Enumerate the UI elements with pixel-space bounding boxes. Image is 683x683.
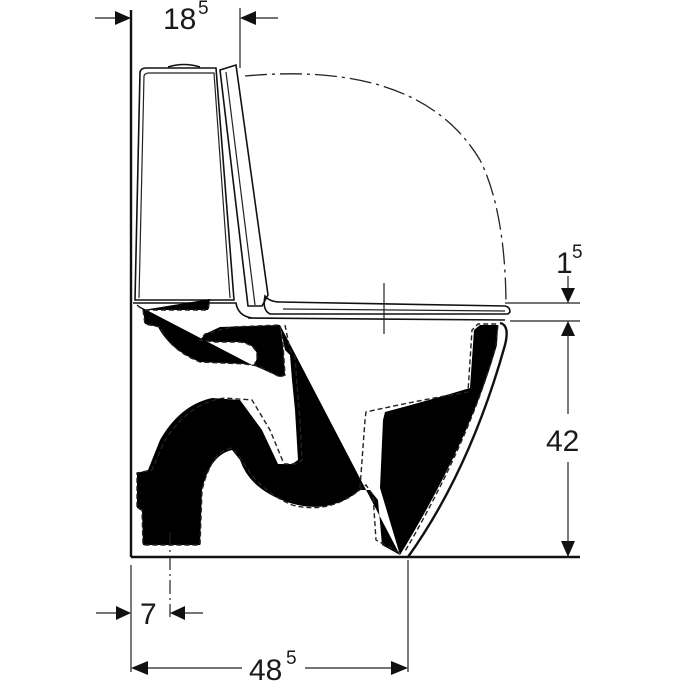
bowl-top	[133, 302, 253, 319]
trapway-hidden-lines	[137, 299, 498, 555]
dim-drain-offset-value: 7	[140, 598, 157, 631]
dim-seat-thickness: 1 5	[556, 242, 583, 336]
lid-swing-arc	[244, 73, 507, 303]
dim-seat-height-value: 42	[546, 425, 579, 458]
dim-tank-depth-value: 18	[163, 3, 196, 36]
dim-total-depth-value: 48	[249, 654, 282, 683]
dim-drain-offset: 7	[96, 598, 203, 631]
dim-total-depth-sup: 5	[286, 648, 297, 669]
dim-tank-depth: 18 5	[95, 0, 278, 36]
trapway-dashes	[136, 298, 499, 554]
seat-lid-upright	[219, 63, 269, 307]
dim-total-depth: 48 5	[131, 648, 408, 683]
dim-seat-thickness-value: 1	[556, 247, 573, 280]
dim-seat-height: 42	[546, 334, 579, 557]
dim-tank-depth-sup: 5	[198, 0, 209, 19]
bowl-outline	[407, 321, 508, 558]
cistern	[134, 63, 235, 301]
toilet-seat	[247, 294, 511, 321]
dim-seat-thickness-sup: 5	[572, 242, 583, 263]
